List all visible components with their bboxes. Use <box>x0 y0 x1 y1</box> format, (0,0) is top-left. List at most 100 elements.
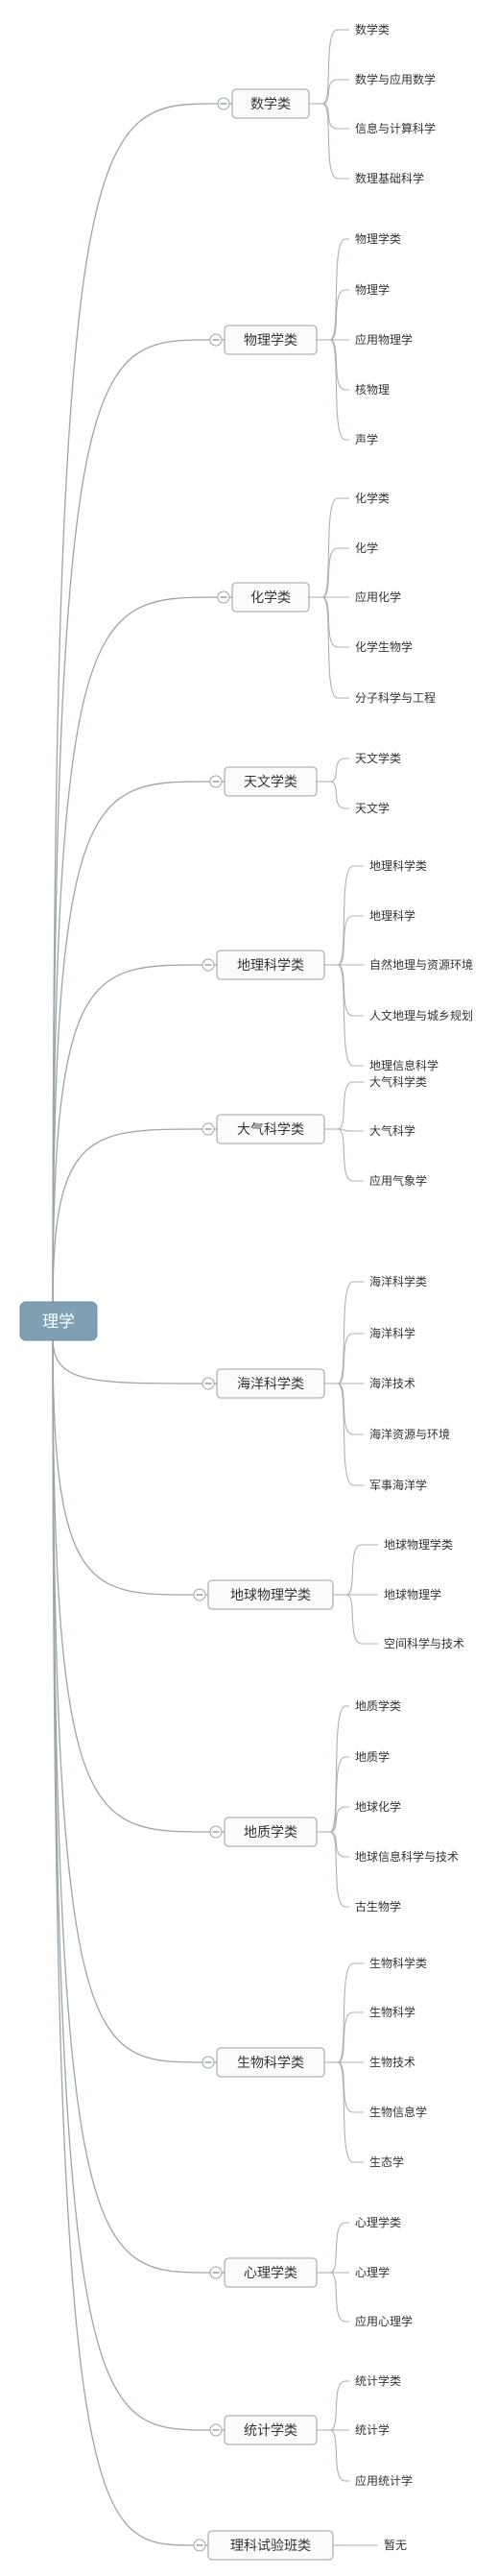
leaf-connector <box>337 2011 364 2063</box>
collapse-button[interactable] <box>202 958 215 972</box>
leaf-label[interactable]: 生物科学类 <box>369 1956 427 1970</box>
leaf-label[interactable]: 古生物学 <box>355 1899 401 1914</box>
category-node[interactable]: 生物科学类 <box>216 2047 325 2078</box>
leaf-label[interactable]: 分子科学与工程 <box>355 690 436 705</box>
category-node[interactable]: 地球物理学类 <box>207 1579 334 1610</box>
leaf-label[interactable]: 暂无 <box>384 2539 407 2552</box>
leaf-label[interactable]: 人文地理与城乡规划 <box>369 1008 473 1023</box>
leaf-label[interactable]: 应用物理学 <box>355 332 413 347</box>
leaf-label[interactable]: 物理学 <box>355 282 390 297</box>
leaf-label[interactable]: 海洋科学类 <box>369 1274 427 1288</box>
leaf-connector <box>337 1333 364 1384</box>
leaf-label[interactable]: 海洋技术 <box>369 1376 415 1390</box>
category-node[interactable]: 天文学类 <box>224 766 318 797</box>
collapse-button[interactable] <box>202 2056 215 2069</box>
category-label: 地理科学类 <box>237 958 304 974</box>
leaf-label[interactable]: 大气科学 <box>369 1123 415 1138</box>
root-box <box>19 1301 98 1341</box>
leaf-label[interactable]: 化学生物学 <box>355 639 413 654</box>
leaf-label[interactable]: 天文学 <box>355 801 390 815</box>
category-node[interactable]: 理科试验班类 <box>207 2530 334 2561</box>
leaf-label[interactable]: 物理学类 <box>355 231 401 246</box>
leaf-label[interactable]: 心理学类 <box>355 2215 401 2229</box>
category-connectors <box>52 103 232 2546</box>
leaf-label[interactable]: 生物技术 <box>369 2056 415 2069</box>
category-node[interactable]: 海洋科学类 <box>216 1368 325 1399</box>
collapse-button[interactable] <box>193 2539 206 2552</box>
category-label: 心理学类 <box>244 2266 297 2281</box>
leaf-label[interactable]: 自然地理与资源环境 <box>369 957 473 972</box>
leaf-label[interactable]: 军事海洋学 <box>369 1478 427 1492</box>
leaf-label[interactable]: 化学类 <box>355 491 390 505</box>
collapse-button[interactable] <box>209 2423 223 2437</box>
leaf-label[interactable]: 地球物理学类 <box>384 1537 453 1552</box>
leaf-label[interactable]: 应用统计学 <box>355 2473 413 2488</box>
leaf-connector <box>329 781 349 809</box>
category-box <box>224 766 318 797</box>
leaf-label[interactable]: 统计学类 <box>355 2373 401 2388</box>
leaf-label[interactable]: 地球物理学 <box>384 1587 441 1601</box>
category-node[interactable]: 大气科学类 <box>216 1114 325 1144</box>
category-node[interactable]: 地理科学类 <box>216 950 325 980</box>
collapse-button[interactable] <box>209 1825 223 1839</box>
leaf-label[interactable]: 统计学 <box>355 2422 390 2437</box>
leaf-label[interactable]: 地球信息科学与技术 <box>355 1849 459 1864</box>
category-label: 化学类 <box>250 590 291 606</box>
category-label: 物理学类 <box>244 333 297 349</box>
leaf-connector <box>329 758 349 782</box>
collapse-button[interactable] <box>193 1588 206 1601</box>
category-label: 地球物理学类 <box>230 1588 311 1603</box>
leaf-label[interactable]: 空间科学与技术 <box>384 1636 464 1650</box>
leaf-label[interactable]: 生态学 <box>369 2155 404 2169</box>
collapse-button[interactable] <box>217 97 230 110</box>
leaf-label[interactable]: 地质学类 <box>355 1698 401 1713</box>
collapse-button[interactable] <box>209 333 223 347</box>
leaf-label[interactable]: 化学 <box>355 541 378 555</box>
leaf-label[interactable]: 天文学类 <box>355 751 401 765</box>
leaf-label[interactable]: 地理信息科学 <box>369 1058 439 1072</box>
leaf-connector <box>329 1831 349 1858</box>
collapse-button[interactable] <box>202 1377 215 1390</box>
category-box <box>231 582 310 613</box>
leaf-label[interactable]: 数学类 <box>355 22 390 36</box>
collapse-button[interactable] <box>209 775 223 788</box>
category-node[interactable]: 统计学类 <box>224 2415 318 2445</box>
leaf-label[interactable]: 海洋资源与环境 <box>369 1427 450 1441</box>
leaf-connector <box>329 2380 349 2431</box>
leaf-connectors <box>309 29 378 2546</box>
category-node[interactable]: 地质学类 <box>224 1817 318 1847</box>
leaf-label[interactable]: 声学 <box>355 432 378 446</box>
leaf-label[interactable]: 核物理 <box>355 383 390 397</box>
leaf-label[interactable]: 应用气象学 <box>369 1173 427 1188</box>
leaf-label[interactable]: 地理科学 <box>369 908 415 923</box>
category-node[interactable]: 心理学类 <box>224 2257 318 2288</box>
leaf-label[interactable]: 生物科学 <box>369 2005 415 2019</box>
leaf-label[interactable]: 数理基础科学 <box>355 171 424 185</box>
collapse-button[interactable] <box>217 590 230 604</box>
leaf-connector <box>329 1756 349 1833</box>
leaf-label[interactable]: 应用化学 <box>355 590 401 604</box>
leaf-label[interactable]: 应用心理学 <box>355 2314 413 2328</box>
leaf-connector <box>345 1594 378 1645</box>
category-node[interactable]: 物理学类 <box>224 325 318 355</box>
leaf-label[interactable]: 数学与应用数学 <box>355 72 436 86</box>
collapse-button[interactable] <box>209 2266 223 2279</box>
category-connector <box>52 596 219 1305</box>
leaf-label[interactable]: 地球化学 <box>355 1799 401 1814</box>
leaf-label[interactable]: 地质学 <box>355 1749 390 1764</box>
category-node[interactable]: 数学类 <box>231 88 310 119</box>
leaf-label[interactable]: 地理科学类 <box>369 858 427 873</box>
collapse-button[interactable] <box>202 1122 215 1136</box>
category-label: 天文学类 <box>244 775 297 790</box>
leaf-label[interactable]: 大气科学类 <box>369 1074 427 1089</box>
category-box <box>216 2047 325 2078</box>
leaf-label[interactable]: 信息与计算科学 <box>355 121 436 135</box>
category-node[interactable]: 化学类 <box>231 582 310 613</box>
root-label: 理学 <box>42 1312 75 1332</box>
leaf-label[interactable]: 生物信息学 <box>369 2105 427 2119</box>
leaf-label[interactable]: 海洋科学 <box>369 1326 415 1340</box>
leaf-label[interactable]: 心理学 <box>355 2265 390 2279</box>
category-connector <box>52 339 211 1305</box>
leaf-connector <box>329 339 349 391</box>
root-node[interactable]: 理学 <box>19 1301 98 1341</box>
